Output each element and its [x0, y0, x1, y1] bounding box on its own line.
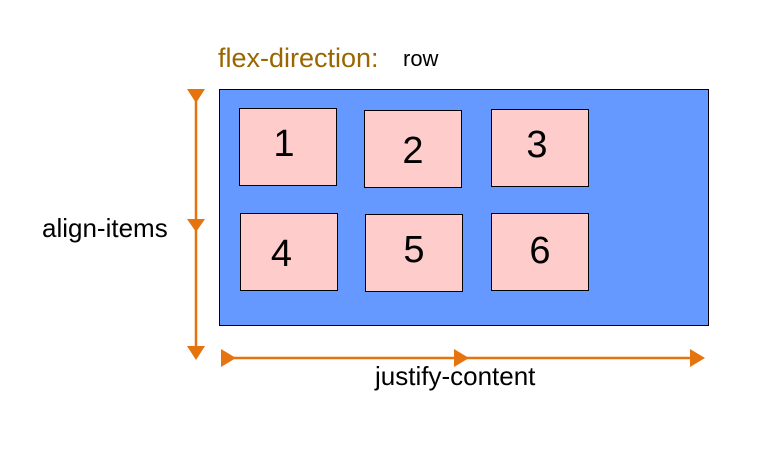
flex-item-4-number: 4 — [270, 232, 293, 275]
justify-content-label: justify-content — [375, 361, 536, 391]
main-axis-arrowhead-middle — [454, 349, 469, 367]
cross-axis-arrow — [187, 89, 205, 360]
flex-item-6: 6 — [491, 213, 589, 291]
flex-direction-property-label: flex-direction: — [218, 43, 379, 73]
main-axis-arrowhead-start — [221, 349, 236, 367]
main-axis-arrow — [221, 349, 705, 367]
flex-item-2: 2 — [364, 110, 462, 188]
flex-item-5-number: 5 — [403, 228, 425, 271]
flex-item-3-number: 3 — [526, 123, 548, 166]
flex-item-5: 5 — [365, 214, 463, 292]
flex-item-1: 1 — [239, 108, 337, 186]
flex-item-6-number: 6 — [529, 229, 551, 272]
cross-axis-arrowhead-bottom — [187, 346, 205, 360]
cross-axis-arrowhead-top — [187, 89, 205, 103]
flex-item-2-number: 2 — [402, 129, 424, 172]
flex-item-3: 3 — [491, 109, 589, 187]
main-axis-arrowhead-end — [690, 349, 705, 367]
flex-item-4: 4 — [240, 213, 338, 291]
cross-axis-arrowhead-middle — [187, 219, 205, 232]
flex-direction-value-label: row — [403, 46, 439, 71]
flex-item-1-number: 1 — [273, 122, 295, 165]
align-items-label: align-items — [42, 213, 168, 243]
